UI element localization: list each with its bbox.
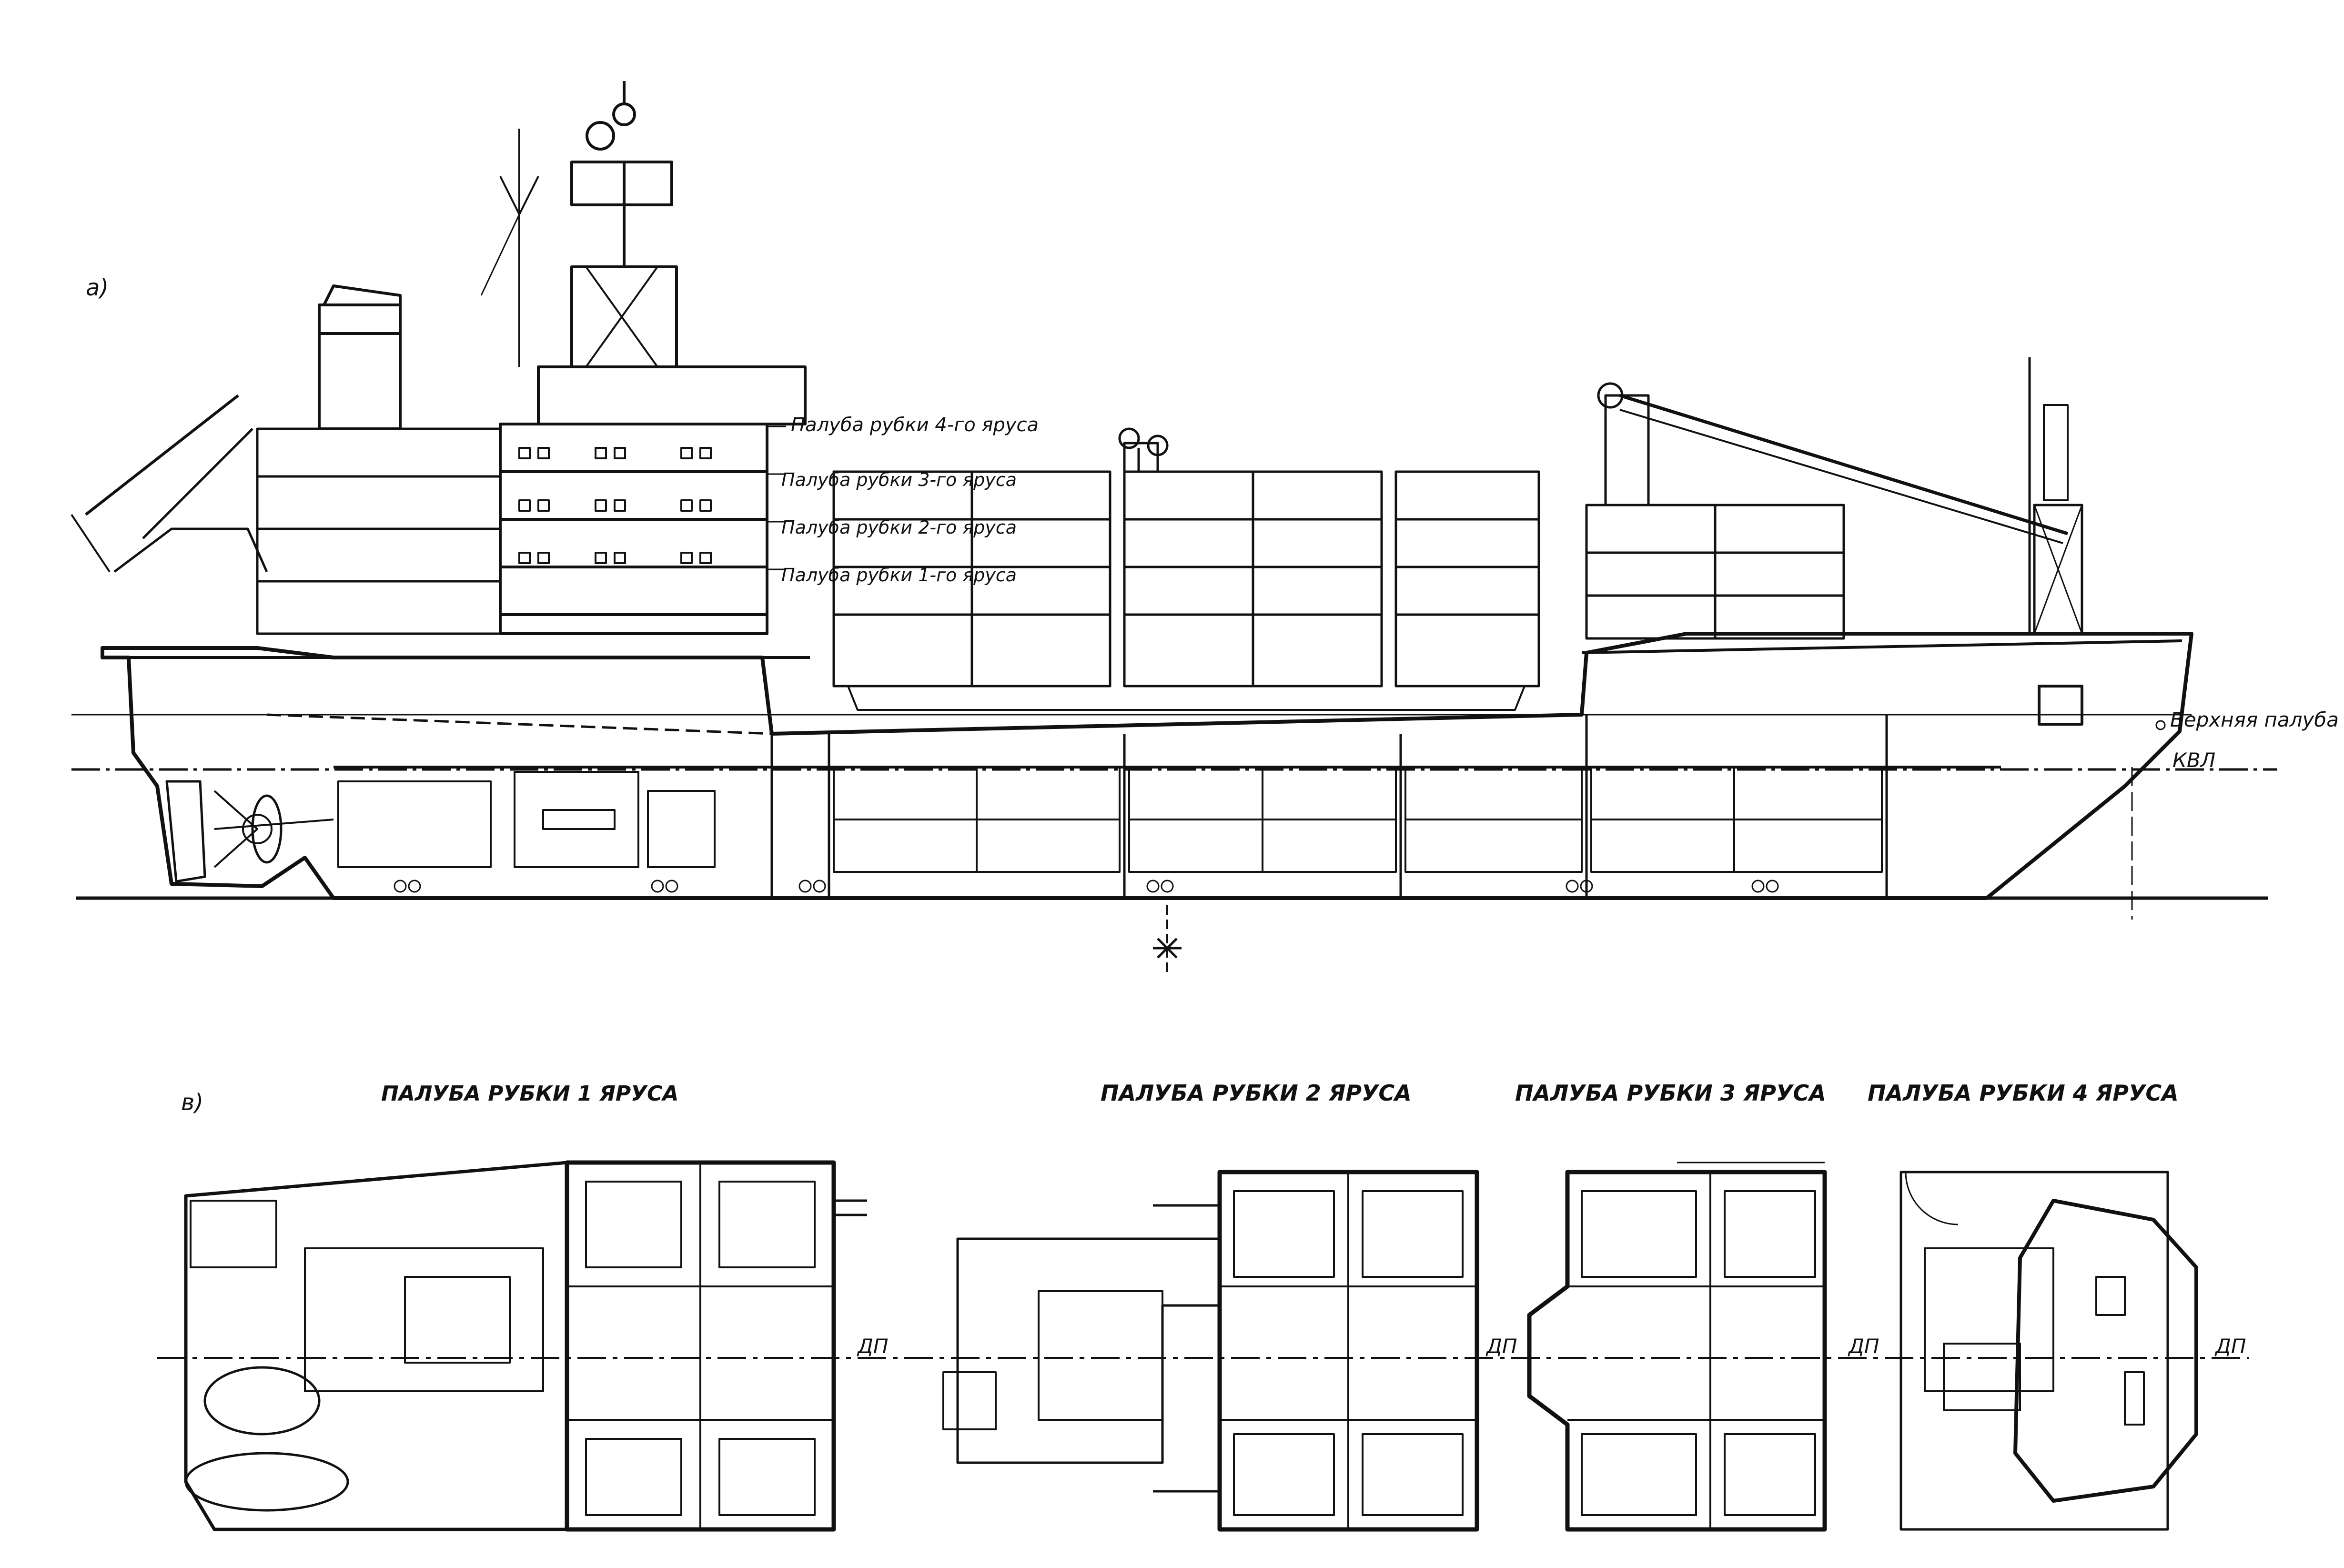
plans-marker: в) — [181, 1089, 203, 1116]
centerline-label-1: ДП — [857, 1335, 888, 1358]
plan-tier2 — [942, 1170, 1479, 1532]
midship-symbol — [1153, 938, 1182, 959]
title-plan-tier1: ПАЛУБА РУБКИ 1 ЯРУСА — [381, 1082, 678, 1106]
plan-tier1 — [184, 1160, 867, 1532]
hold-bulkheads — [770, 715, 1888, 898]
centerline-label-4: ДП — [2214, 1335, 2246, 1358]
crane-aft — [1118, 427, 1169, 473]
deck-plans — [157, 1160, 2249, 1532]
profile-marker: а) — [86, 274, 109, 301]
engine-room — [213, 771, 716, 868]
label-waterline: КВЛ — [2172, 749, 2215, 772]
plan-tier3 — [1527, 1162, 1827, 1532]
aft-deckhouse — [71, 394, 502, 635]
hull-outline — [101, 632, 2193, 900]
label-upper-deck: Верхняя палуба — [2170, 708, 2339, 731]
rudder-propeller — [165, 780, 283, 883]
centerline-label-2: ДП — [1485, 1335, 1517, 1358]
label-tier2-deck: Палуба рубки 2-го яруса — [781, 517, 1017, 538]
superstructure — [480, 81, 807, 635]
title-plan-tier2: ПАЛУБА РУБКИ 2 ЯРУСА — [1101, 1080, 1412, 1106]
bow-emblem — [2038, 685, 2083, 726]
label-tier3-deck: Палуба рубки 3-го яруса — [781, 469, 1017, 490]
crane-fore — [1597, 382, 2083, 635]
funnel — [318, 284, 402, 430]
plan-tier4 — [1899, 1171, 2198, 1531]
ship-profile — [71, 81, 2277, 972]
label-tier1-deck: Палуба рубки 1-го яруса — [781, 565, 1017, 586]
deck-containers — [832, 470, 1845, 711]
label-tier4-deck: Палуба рубки 4-го яруса — [791, 414, 1039, 436]
centerline-label-3: ДП — [1848, 1335, 1879, 1358]
title-plan-tier4: ПАЛУБА РУБКИ 4 ЯРУСА — [1868, 1080, 2179, 1106]
bottom-plugs — [394, 880, 1779, 893]
hold-containers — [833, 766, 1883, 873]
title-plan-tier3: ПАЛУБА РУБКИ 3 ЯРУСА — [1515, 1080, 1826, 1106]
